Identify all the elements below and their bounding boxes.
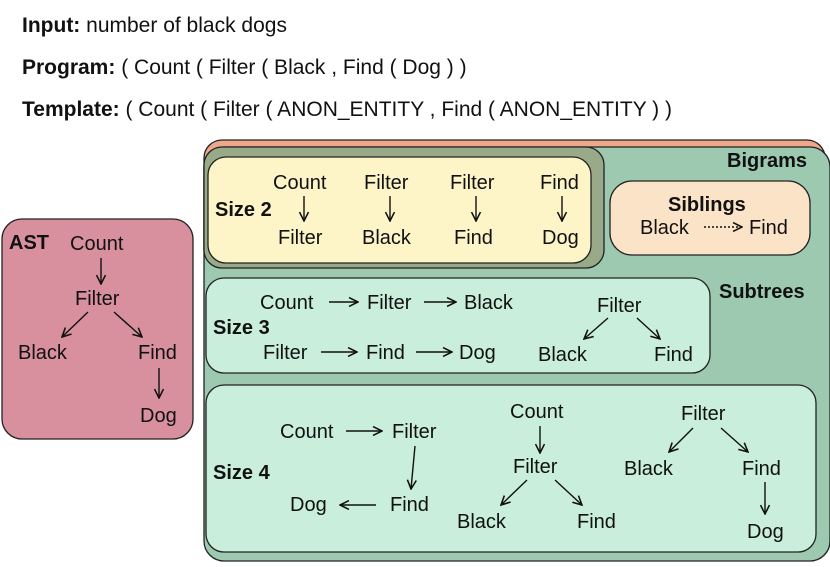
s3-c1-node-3: Black [464,292,513,314]
s2-bottom-4: Dog [542,227,579,249]
s3-tree-arrow-l [584,317,609,339]
s4c-arrow-1 [669,427,694,452]
s2-bottom-2: Black [362,227,411,249]
program-text: ( Count ( Filter ( Black , Find ( Dog ) … [121,56,467,79]
s3-c2-node-1: Filter [263,342,308,364]
s4c-child: Dog [747,521,784,543]
size2-box [207,156,592,264]
size4-box [205,384,817,553]
s3-tree-right: Find [654,344,693,366]
input-label: Input: [22,14,81,37]
ast-title: AST [9,232,49,254]
s4a-node-4: Dog [290,494,327,516]
s4b-arrow-3 [554,479,582,505]
s2-top-3: Filter [450,172,495,194]
s3-c1-node-2: Filter [367,292,412,314]
s2-top-1: Count [273,172,327,194]
s4c-arrow-2 [720,427,748,452]
subtrees-title: Subtrees [719,281,805,303]
ast-node-filter: Filter [75,288,120,310]
program-line: Program: ( Count ( Filter ( Black , Find… [22,57,467,78]
s2-top-2: Filter [364,172,409,194]
s4b-left: Black [457,511,506,533]
bigrams-title: Bigrams [727,150,808,172]
siblings-box [609,180,811,256]
siblings-right: Find [749,217,788,239]
input-line: Input: number of black dogs [22,15,287,36]
s3-tree-left: Black [538,344,587,366]
template-text: ( Count ( Filter ( ANON_ENTITY , Find ( … [125,98,672,121]
s4b-mid: Filter [513,456,558,478]
template-label: Template: [22,98,120,121]
s4c-right: Find [742,458,781,480]
s2-bottom-1: Filter [278,227,323,249]
ast-node-dog: Dog [140,405,177,427]
input-text: number of black dogs [86,14,287,37]
ast-node-find: Find [138,342,177,364]
s4a-node-1: Count [280,421,334,443]
s4b-root: Count [510,401,564,423]
ast-node-count: Count [70,233,124,255]
size2-label: Size 2 [215,199,272,221]
s3-c1-node-1: Count [260,292,314,314]
s2-bottom-3: Find [454,227,493,249]
template-line: Template: ( Count ( Filter ( ANON_ENTITY… [22,99,672,120]
s3-c2-node-3: Dog [459,342,496,364]
program-label: Program: [22,56,116,79]
s4a-node-2: Filter [392,421,437,443]
siblings-left: Black [640,217,689,239]
s4c-root: Filter [681,403,726,425]
s4a-arrow-2 [411,445,415,489]
ast-arrow-filter-black [62,311,89,337]
s3-tree-arrow-r [636,317,660,339]
ast-arrow-filter-find [113,311,142,337]
s4c-left: Black [624,458,673,480]
s4b-right: Find [577,511,616,533]
s4b-arrow-2 [501,479,528,505]
size3-label: Size 3 [213,317,270,339]
s3-c2-node-2: Find [366,342,405,364]
s2-top-4: Find [540,172,579,194]
ast-node-black: Black [18,342,67,364]
size4-label: Size 4 [213,462,270,484]
ast-box [1,218,194,440]
s4a-node-3: Find [390,494,429,516]
s3-tree-root: Filter [597,295,642,317]
siblings-title: Siblings [668,194,746,216]
